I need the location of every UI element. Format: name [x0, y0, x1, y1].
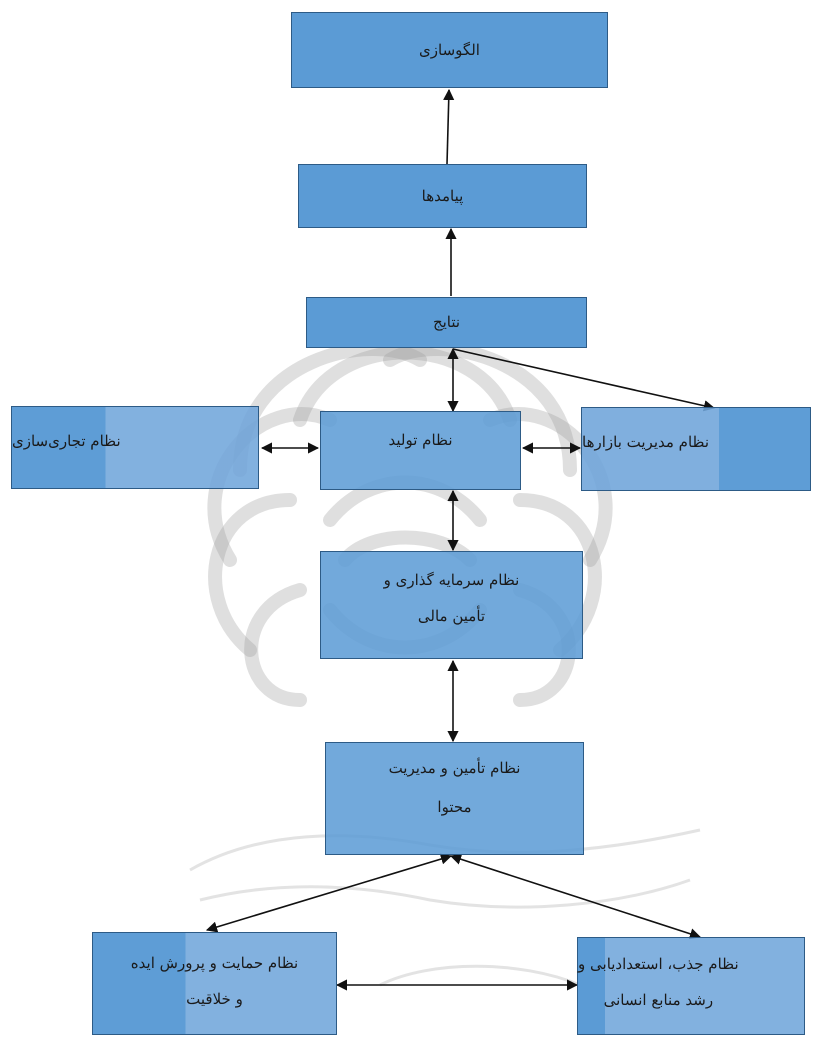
- node-commercialization: نظام تجاری‌سازی: [11, 406, 259, 489]
- arrow-results-markets: [452, 348, 716, 412]
- arrow-content-idea: [205, 853, 453, 933]
- node-idea-support: نظام حمایت و پرورش ایده و خلاقیت: [92, 932, 337, 1035]
- node-results: نتایج: [306, 297, 587, 348]
- node-modeling: الگوسازی: [291, 12, 608, 88]
- node-outcomes: پیامدها: [298, 164, 587, 228]
- node-talent-development: نظام جذب، استعدادیابی و رشد منابع انسانی: [577, 937, 805, 1035]
- arrow-content-talent: [449, 853, 702, 940]
- node-production: نظام تولید: [320, 411, 521, 490]
- node-market-management: نظام مدیریت بازارها: [581, 407, 811, 491]
- node-content-management: نظام تأمین و مدیریت محتوا: [325, 742, 584, 855]
- node-investment: نظام سرمایه گذاری و تأمین مالی: [320, 551, 583, 659]
- arrow-outcomes-to-modeling: [443, 88, 455, 165]
